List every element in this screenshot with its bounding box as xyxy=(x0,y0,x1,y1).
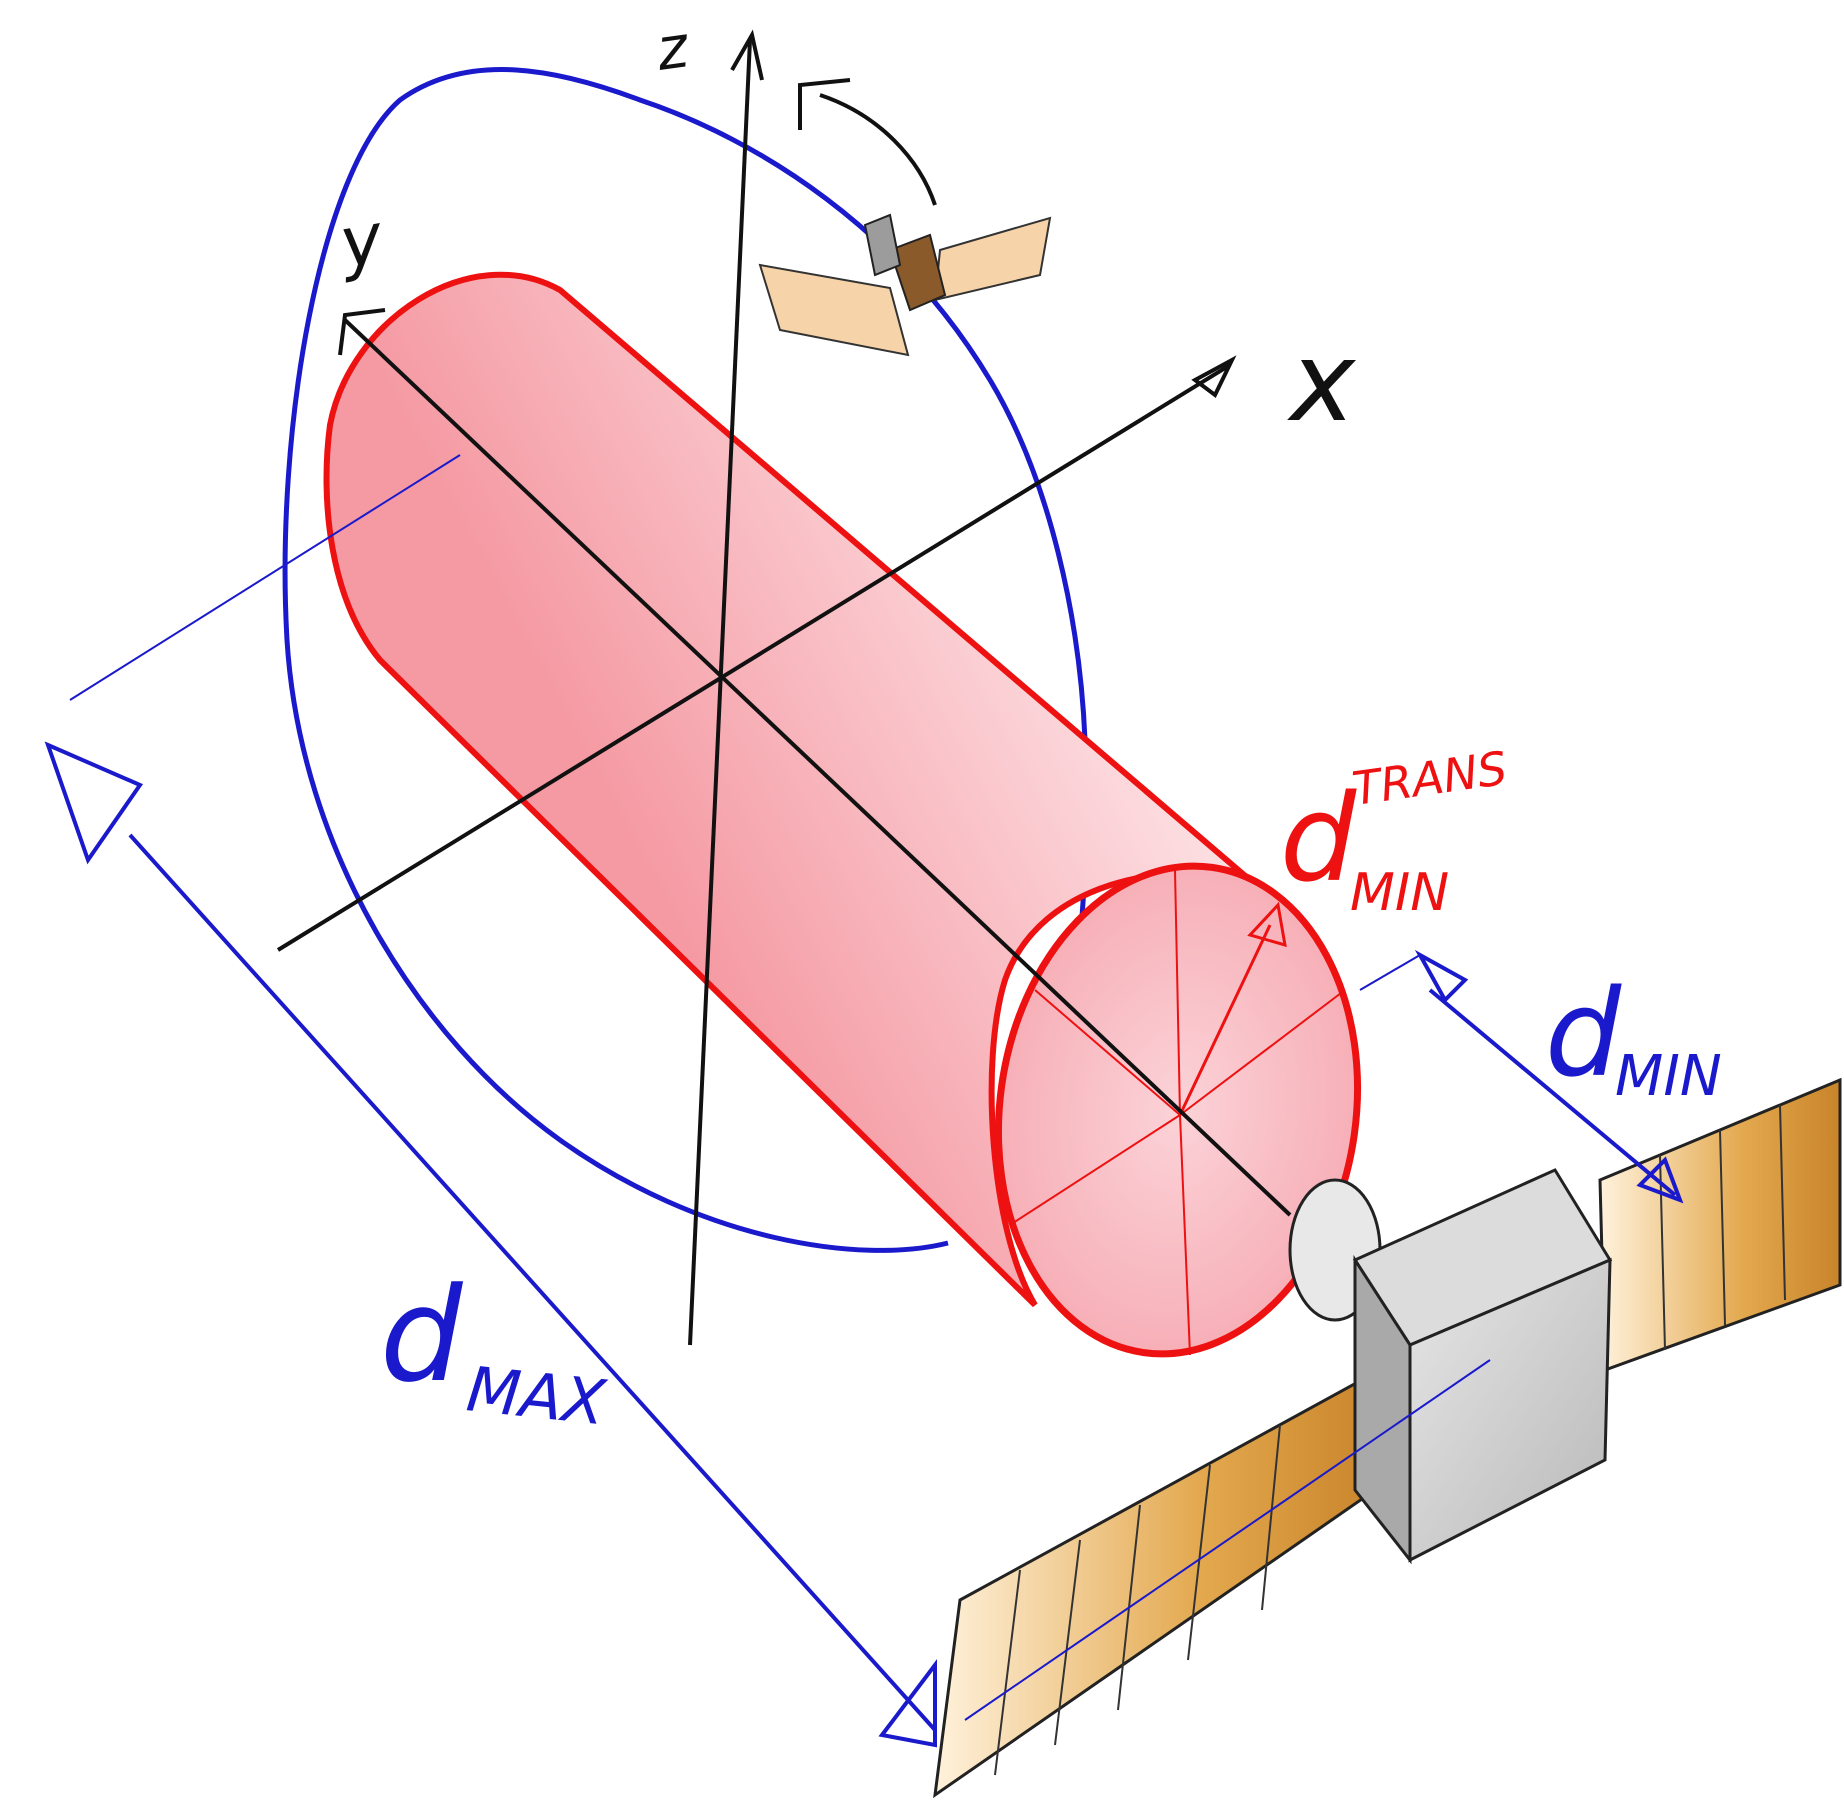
target-spacecraft-icon xyxy=(933,1077,1842,1799)
d-min-subscript: MIN xyxy=(1615,1044,1722,1109)
d-max-label: d MAX xyxy=(380,1259,610,1440)
rotation-arrow xyxy=(798,78,937,206)
d-min-trans-subscript: MIN xyxy=(1350,863,1449,923)
orbit-path xyxy=(282,67,1088,1253)
d-max-letter: d xyxy=(380,1259,464,1411)
y-axis-line xyxy=(343,318,1292,1217)
d-min-trans-superscript: TRANS xyxy=(1349,741,1510,816)
z-axis-line xyxy=(688,39,752,1346)
spacecraft-side-face xyxy=(1408,1257,1612,1563)
radius-arrow xyxy=(1178,924,1272,1116)
d-min-dimension xyxy=(1359,949,1684,1204)
y-axis-label: y xyxy=(332,197,391,286)
d-min-label: d MIN xyxy=(1545,965,1722,1109)
x-axis-label: x xyxy=(1287,318,1357,446)
upper-solar-panel xyxy=(1598,1077,1842,1373)
d-min-letter: d xyxy=(1545,965,1622,1104)
d-min-trans-label: d MIN TRANS xyxy=(1280,741,1510,923)
x-axis-line xyxy=(276,363,1232,952)
coordinate-axes xyxy=(276,29,1292,1346)
d-min-trans-letter: d xyxy=(1280,770,1357,909)
small-satellite-icon xyxy=(758,213,1052,357)
d-max-subscript: MAX xyxy=(463,1352,610,1439)
z-axis-label: z xyxy=(651,12,693,84)
lower-solar-panel xyxy=(933,1367,1382,1799)
d-max-dimension xyxy=(44,454,1491,1748)
approach-corridor-cylinder xyxy=(323,271,1362,1358)
